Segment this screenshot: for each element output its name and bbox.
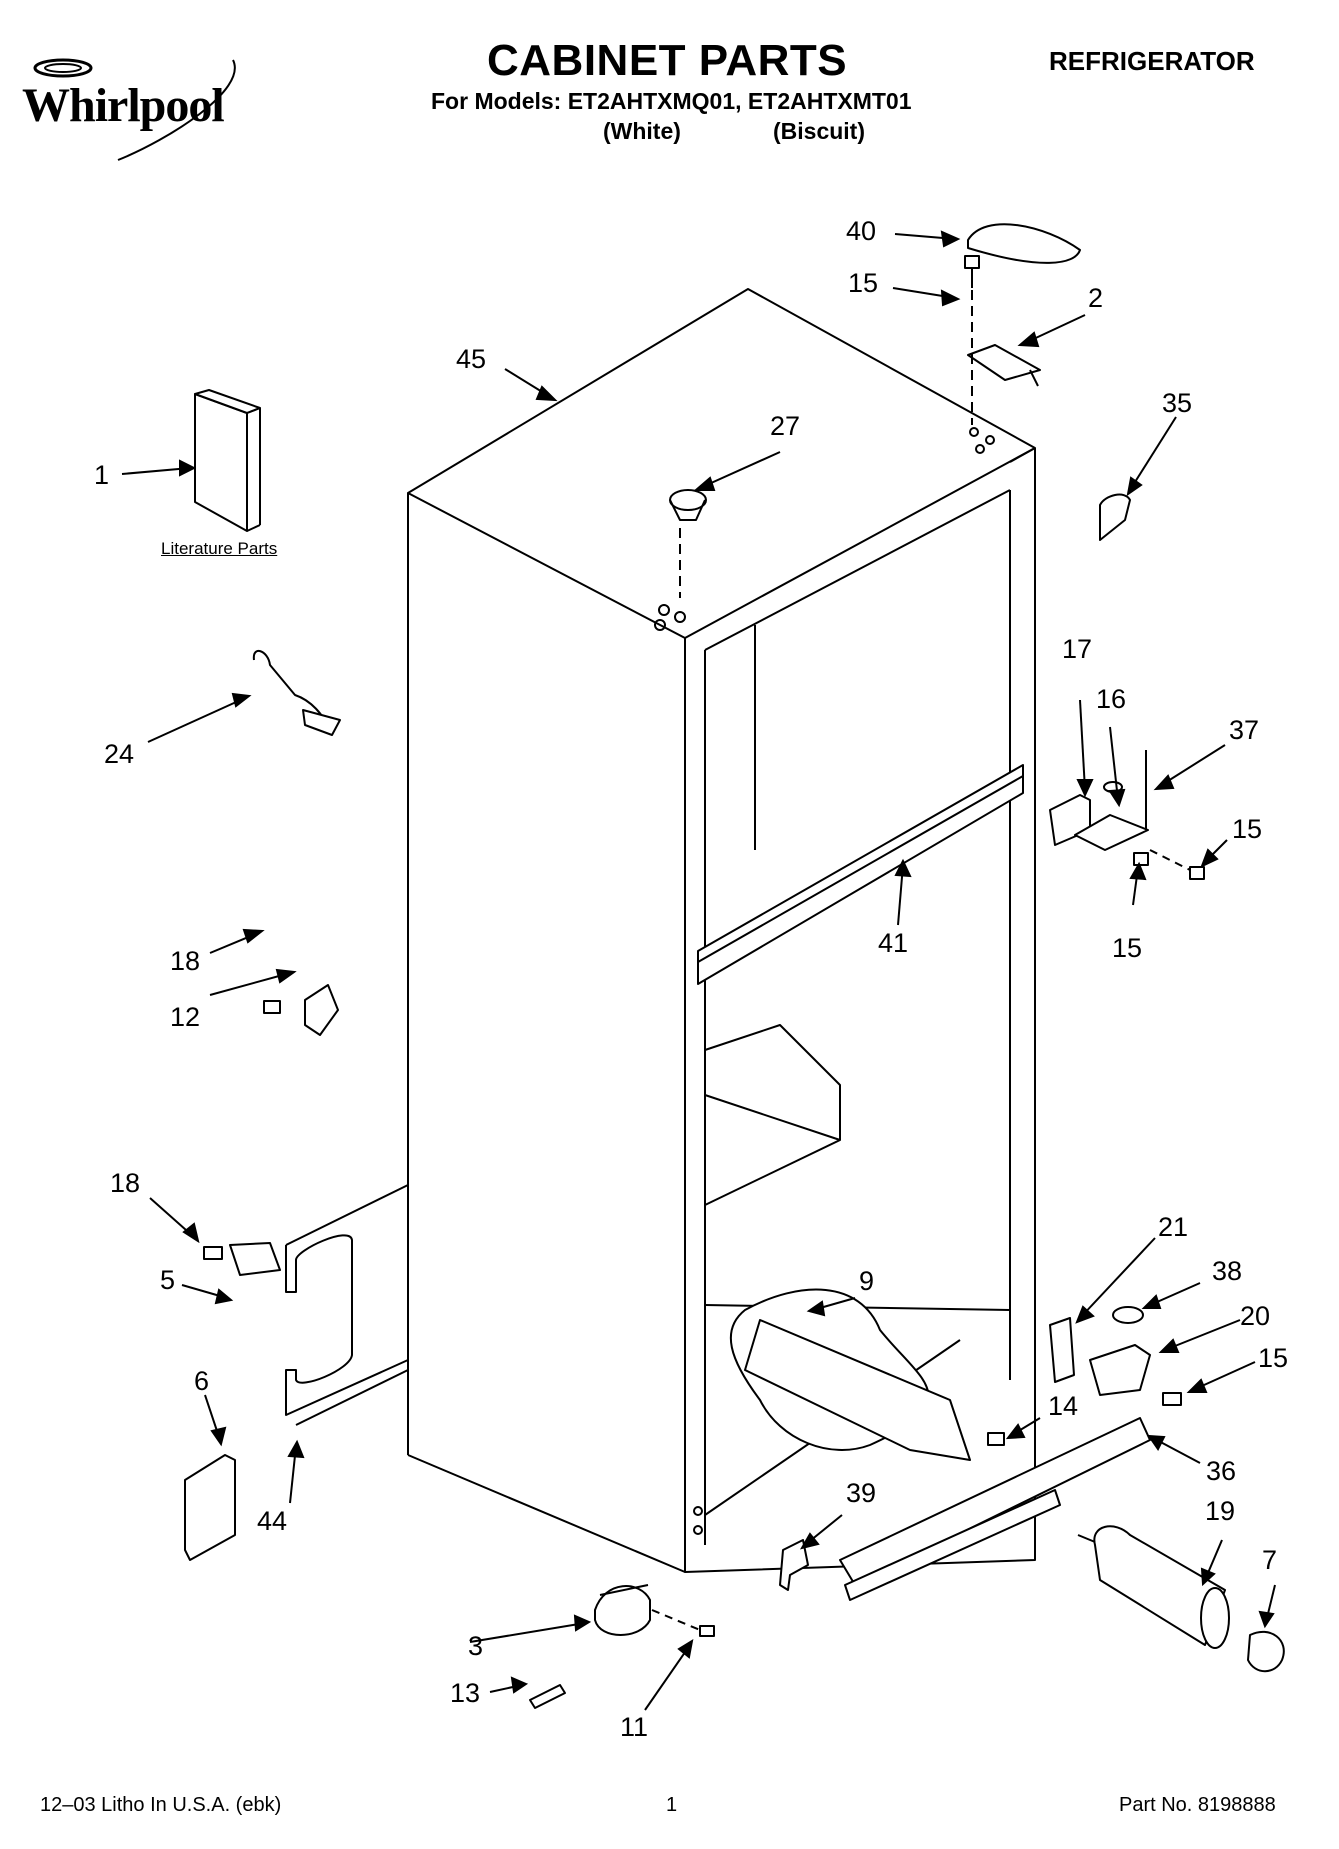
lower-hinge	[1089, 1344, 1151, 1396]
callout-24: 24	[104, 739, 135, 769]
models-line: For Models: ET2AHTXMQ01, ET2AHTXMT01	[431, 88, 912, 114]
door-bracket-lower	[229, 1242, 281, 1276]
callout-18: 18	[110, 1168, 141, 1198]
footer-page-number: 1	[666, 1794, 678, 1816]
callout-17: 17	[1062, 634, 1093, 664]
hinge-cover-side	[1099, 493, 1131, 541]
literature-manual	[194, 393, 248, 532]
color-biscuit: (Biscuit)	[773, 118, 865, 144]
footer-litho: 12–03 Litho In U.S.A. (ebk)	[40, 1794, 282, 1816]
front-caster	[594, 1585, 651, 1636]
callout-15: 15	[1258, 1343, 1289, 1373]
callout-3: 3	[468, 1631, 484, 1661]
callout-35: 35	[1162, 388, 1193, 418]
callout-15: 15	[848, 268, 879, 298]
color-white: (White)	[603, 118, 681, 144]
callout-18: 18	[170, 946, 201, 976]
footer-part-number: Part No. 8198888	[1119, 1794, 1276, 1816]
brand-name: Whirlpool	[22, 79, 225, 132]
callout-44: 44	[257, 1506, 288, 1536]
callout-16: 16	[1096, 684, 1127, 714]
callout-45: 45	[456, 344, 487, 374]
callout-41: 41	[878, 928, 909, 958]
rail-clip	[779, 1539, 809, 1591]
drain-tube	[744, 1319, 971, 1461]
literature-parts-label: Literature Parts	[161, 539, 278, 558]
toe-grille	[285, 1184, 409, 1416]
callout-36: 36	[1206, 1456, 1237, 1486]
document-type: REFRIGERATOR	[1049, 46, 1255, 76]
callout-6: 6	[194, 1366, 210, 1396]
callout-19: 19	[1205, 1496, 1236, 1526]
callout-21: 21	[1158, 1212, 1189, 1242]
brand-logo: Whirlpool	[18, 50, 268, 170]
callout-13: 13	[450, 1678, 481, 1708]
leveler-knob	[1247, 1630, 1285, 1673]
callout-12: 12	[170, 1002, 201, 1032]
callout-5: 5	[160, 1265, 176, 1295]
callout-11: 11	[620, 1712, 649, 1742]
callout-2: 2	[1088, 283, 1104, 313]
cabinet-body	[407, 288, 1036, 1573]
page-title: CABINET PARTS	[487, 36, 848, 85]
hinge-cover-top	[967, 223, 1081, 264]
top-hinge	[967, 344, 1041, 381]
callout-39: 39	[846, 1478, 877, 1508]
callout-1: 1	[94, 460, 110, 490]
callout-27: 27	[770, 411, 801, 441]
logo-swoosh-icon	[33, 58, 236, 161]
lower-hinge-shim	[1049, 1317, 1075, 1383]
callout-38: 38	[1212, 1256, 1243, 1286]
lower-hinge-washer	[1112, 1306, 1144, 1324]
callout-37: 37	[1229, 715, 1260, 745]
callout-14: 14	[1048, 1391, 1079, 1421]
caster-pin	[529, 1684, 566, 1709]
callout-40: 40	[846, 216, 877, 246]
callout-15: 15	[1232, 814, 1263, 844]
access-cover	[184, 1454, 236, 1561]
callout-20: 20	[1240, 1301, 1271, 1331]
mullion-bar	[697, 764, 1024, 985]
callout-7: 7	[1262, 1545, 1278, 1575]
callout-15: 15	[1112, 933, 1143, 963]
leveling-rail	[839, 1417, 1151, 1586]
door-stop-bracket-upper	[304, 984, 339, 1036]
center-hinge	[1074, 814, 1149, 851]
callout-9: 9	[859, 1266, 875, 1296]
